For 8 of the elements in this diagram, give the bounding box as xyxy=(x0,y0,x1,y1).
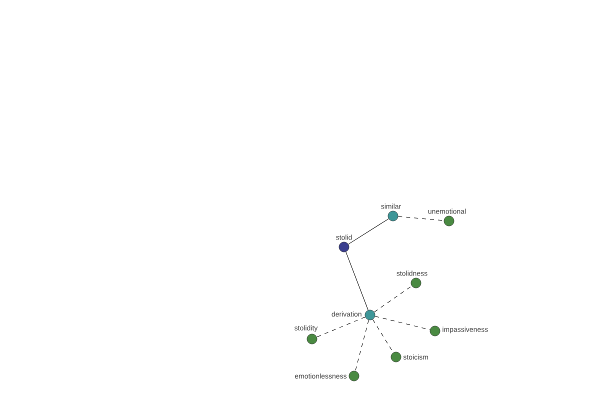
connector-line xyxy=(348,218,389,244)
connector-line xyxy=(316,316,366,338)
connector-line xyxy=(346,252,368,310)
connector-line xyxy=(374,316,430,330)
connector-line xyxy=(355,320,369,372)
connector-line xyxy=(372,319,394,353)
connector-line xyxy=(374,286,412,312)
connector-line xyxy=(398,216,444,221)
